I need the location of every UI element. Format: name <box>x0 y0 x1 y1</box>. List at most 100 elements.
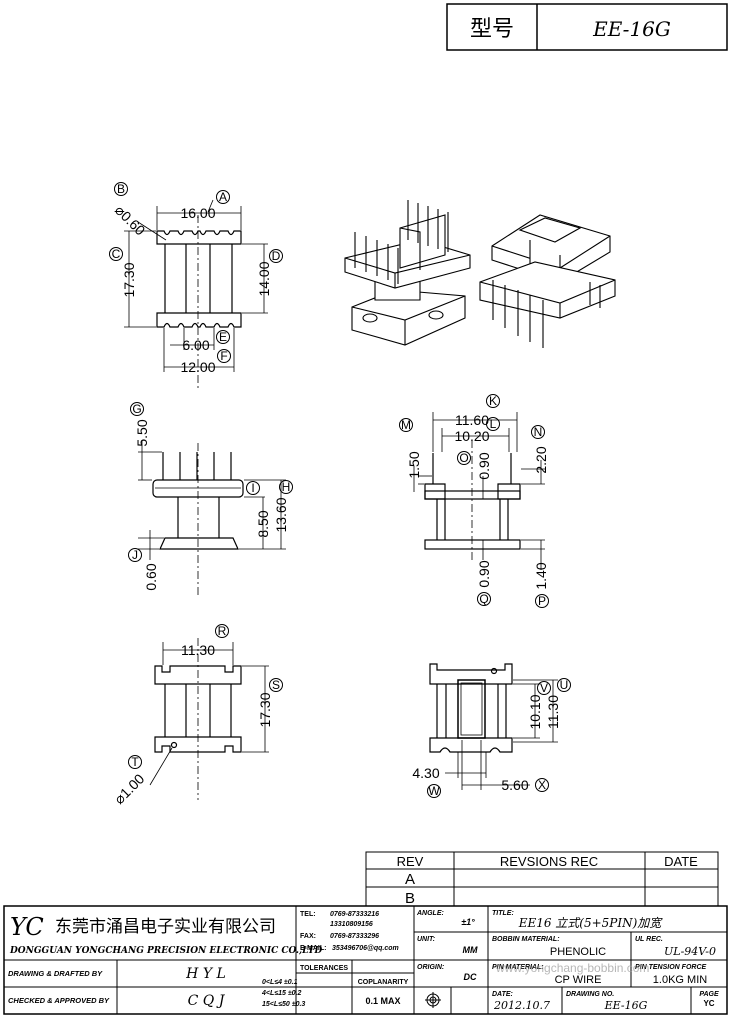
isometric-view-left <box>344 200 471 346</box>
isometric-view-right <box>479 214 616 348</box>
revisions-header: REVSIONS REC <box>500 854 598 869</box>
dim-090-bottom: 0.90 <box>476 560 492 587</box>
date-value: 2012.10.7 <box>493 999 550 1012</box>
bottom-view-labels: 11.30 17.30 ⌀1.00 <box>111 642 273 807</box>
company-name-en: DONGGUAN YONGCHANG PRECISION ELECTRONIC … <box>9 946 322 956</box>
dim-section-w1: 4.30 <box>412 765 439 781</box>
company-logo: YC <box>10 913 44 941</box>
callout-s: S <box>272 678 280 692</box>
ul-label: UL REC. <box>635 936 663 943</box>
dim-section-h2: 11.30 <box>545 695 561 729</box>
bobbin-label: BOBBIN MATERIAL: <box>492 936 560 943</box>
angle-value: ±1° <box>461 917 475 927</box>
side-view-labels: 5.50 8.50 13.60 0.60 <box>134 419 289 590</box>
fax-label: FAX: <box>300 933 316 940</box>
ul-value: UL-94V-0 <box>664 945 716 958</box>
callout-d: D <box>272 249 281 263</box>
page-value: YC <box>703 999 714 1008</box>
bottom-view-callouts: R S T <box>128 624 283 769</box>
dim-140: 1.40 <box>533 562 549 589</box>
callout-t: T <box>131 755 139 769</box>
tolerance-2: 4<L≤15 ±0.2 <box>261 990 302 997</box>
top-view-callouts: A B C D E F <box>109 182 283 363</box>
drawing-no-value: EE-16G <box>604 999 648 1012</box>
callout-v: V <box>540 681 548 695</box>
callout-k: K <box>489 394 497 408</box>
dim-width-top: 16.00 <box>180 205 215 221</box>
top-view <box>124 199 268 390</box>
bobbin-value: PHENOLIC <box>550 946 606 958</box>
title-block-grid <box>3 905 728 1015</box>
callout-c: C <box>112 247 121 261</box>
side-view-callouts: G H I J <box>128 402 293 562</box>
callout-o: O <box>459 451 468 465</box>
unit-value: MM <box>463 945 478 955</box>
dim-height-inner-side: 8.50 <box>255 510 271 537</box>
front-view-labels: 11.60 10.20 1.50 0.90 2.20 0.90 1.40 <box>406 412 549 590</box>
callout-l: L <box>490 417 497 431</box>
title-value: EE16 立式(5+5PIN)加宽 <box>518 916 664 930</box>
rev-b: B <box>405 890 415 907</box>
front-view-callouts: K L M N O P Q <box>399 394 549 608</box>
origin-value: DC <box>464 972 477 982</box>
callout-m: M <box>401 418 411 432</box>
section-view-labels: 10.10 11.30 4.30 5.60 <box>412 694 561 793</box>
callout-j: J <box>132 548 138 562</box>
dim-150: 1.50 <box>406 451 422 478</box>
email-value: 353496706@qq.com <box>332 945 399 952</box>
section-view <box>429 663 558 790</box>
pin-material-value: CP WIRE <box>555 974 602 986</box>
dim-section-h1: 10.10 <box>527 694 543 729</box>
dim-height-inner: 14.00 <box>256 261 272 296</box>
dim-height-outer: 17.30 <box>121 262 137 297</box>
callout-r: R <box>218 624 227 638</box>
watermark: www.yongchang-bobbin.com <box>495 961 649 975</box>
bottom-view <box>149 638 269 800</box>
tolerances-label: TOLERANCES <box>300 965 348 972</box>
callout-h: H <box>282 480 291 494</box>
page-label: PAGE <box>699 991 719 998</box>
tension-value: 1.0KG MIN <box>653 974 707 986</box>
dim-090-top: 0.90 <box>476 452 492 479</box>
projection-symbol-icon <box>425 992 441 1008</box>
drawn-value: H Y L <box>185 966 226 982</box>
origin-label: ORIGIN: <box>417 964 444 971</box>
callout-n: N <box>534 425 543 439</box>
callout-b: B <box>117 182 125 196</box>
tel-value-2: 13310809156 <box>330 921 373 928</box>
pin-material-label: PIN MATERIAL: <box>492 964 544 971</box>
dim-220: 2.20 <box>533 446 549 473</box>
dim-front-outer: 11.60 <box>455 412 489 428</box>
fax-value: 0769-87333296 <box>330 933 379 940</box>
callout-f: F <box>220 349 227 363</box>
front-view <box>413 412 545 570</box>
checked-label: CHECKED & APPROVED BY <box>8 996 110 1005</box>
date-header: DATE <box>664 854 698 869</box>
side-view <box>138 440 286 595</box>
dim-pin-gap: 6.00 <box>182 337 209 353</box>
angle-label: ANGLE: <box>416 910 444 917</box>
date-label: DATE: <box>492 991 513 998</box>
callout-e: E <box>219 330 227 344</box>
revision-table-text: REV REVSIONS REC DATE A B <box>397 854 699 907</box>
dim-section-w2: 5.60 <box>501 777 528 793</box>
rev-a: A <box>405 871 415 888</box>
model-header: 型号 EE-16G <box>446 3 728 51</box>
coplanarity-value: 0.1 MAX <box>365 996 400 1006</box>
drawing-no-label: DRAWING NO. <box>566 991 614 998</box>
dim-width-bottom: 12.00 <box>180 359 215 375</box>
tel-label: TEL: <box>300 911 316 918</box>
title-label: TITLE: <box>492 910 514 917</box>
company-name-cn: 东莞市涌昌电子实业有限公司 <box>55 917 276 937</box>
callout-w: W <box>428 784 440 798</box>
section-view-callouts: U V W X <box>427 678 571 798</box>
tolerance-3: 15<L≤50 ±0.3 <box>262 1001 305 1008</box>
rev-header: REV <box>397 854 424 869</box>
dim-pin-length: 5.50 <box>134 419 150 446</box>
callout-p: P <box>538 594 546 608</box>
callout-q: Q <box>479 592 488 606</box>
coplanarity-label: COPLANARITY <box>358 979 409 986</box>
dim-height-outer-side: 13.60 <box>273 497 289 532</box>
tel-value: 0769-87333216 <box>330 911 379 918</box>
